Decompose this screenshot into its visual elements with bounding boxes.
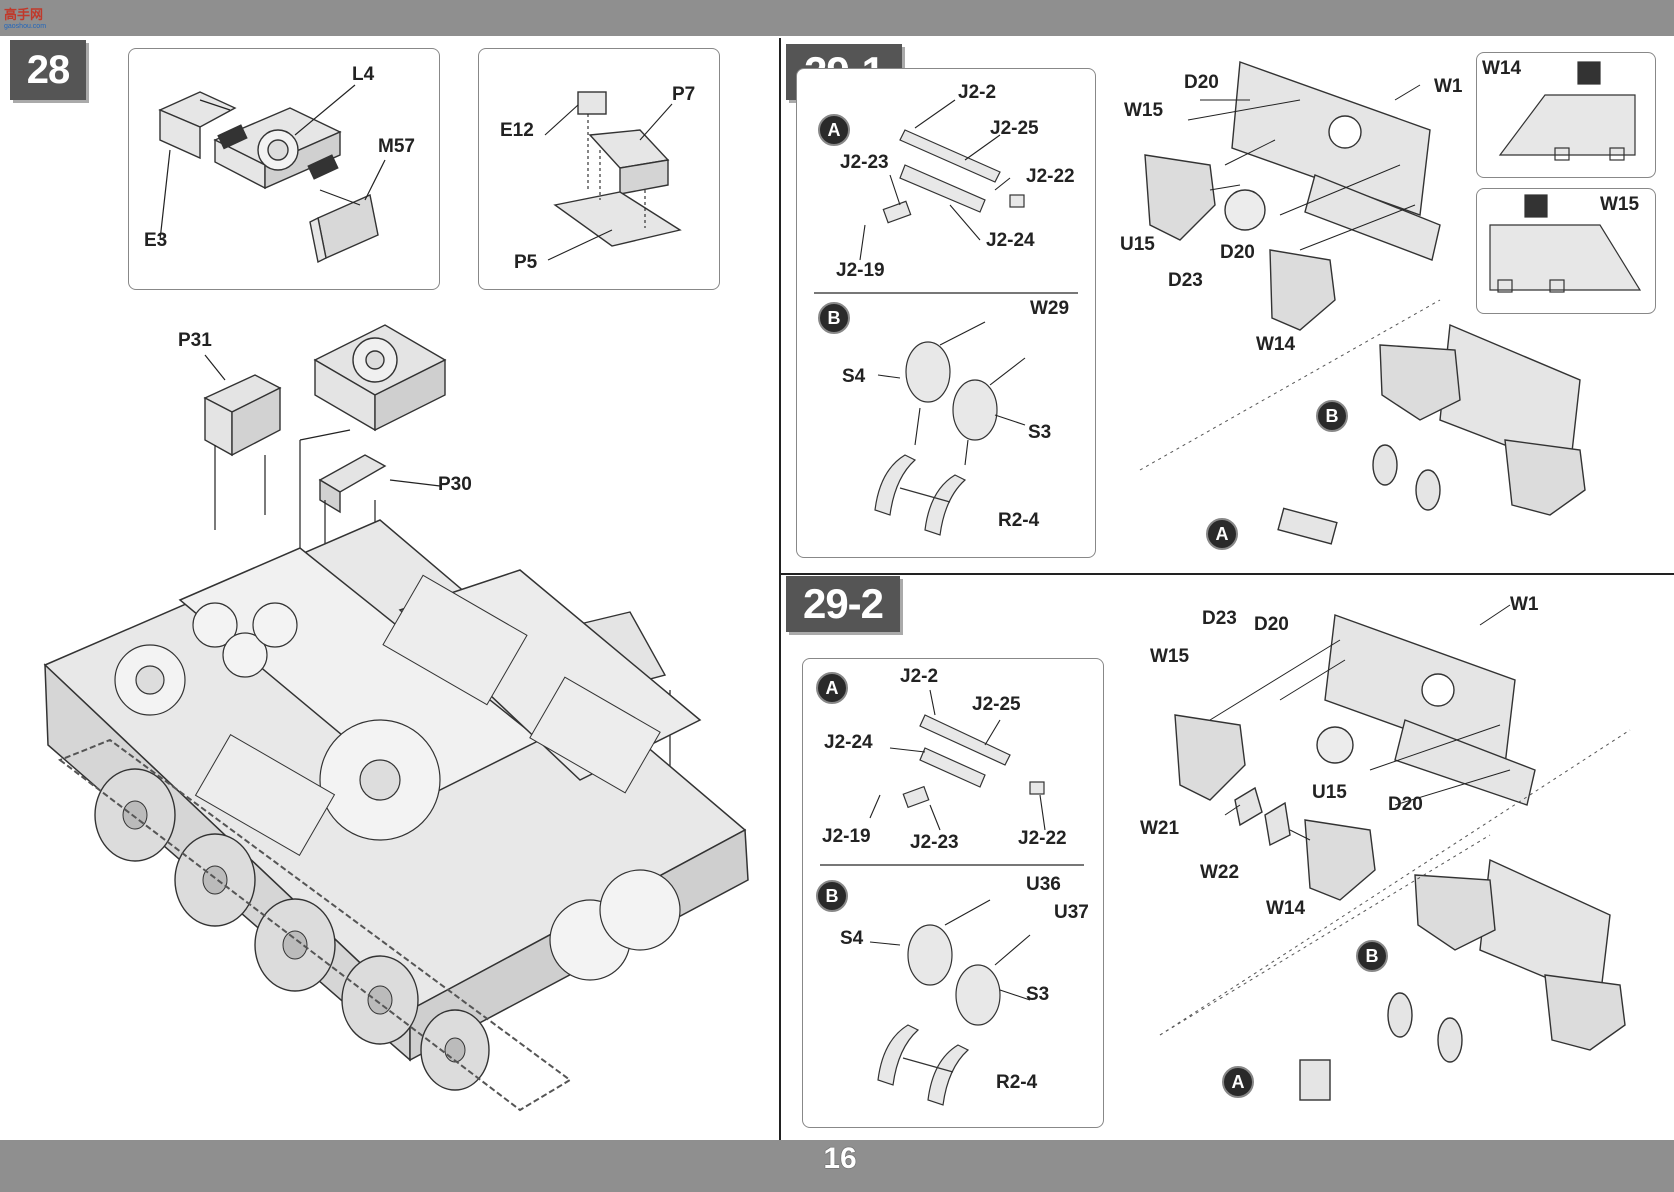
label-D20-top: D20	[1254, 614, 1289, 635]
label-J2-23: J2-23	[910, 832, 959, 853]
step-29-1-sub-a-marker: A	[818, 114, 850, 146]
step-29-2-assembly-a-marker: A	[1222, 1066, 1254, 1098]
label-W14-inset: W14	[1482, 58, 1522, 79]
label-P31: P31	[178, 330, 212, 351]
label-W14: W14	[1266, 898, 1306, 919]
label-U15: U15	[1312, 782, 1347, 803]
step-divider	[781, 573, 1674, 575]
label-W14: W14	[1256, 334, 1296, 355]
step-29-2-badge: 29-2	[786, 576, 900, 632]
label-S4: S4	[842, 366, 866, 387]
page-number: 16	[823, 1142, 857, 1175]
label-D20-bottom: D20	[1388, 794, 1423, 815]
label-E3: E3	[144, 230, 168, 251]
label-J2-19: J2-19	[836, 260, 885, 281]
label-R2-4: R2-4	[998, 510, 1040, 531]
label-W15-inset: W15	[1600, 194, 1640, 215]
label-J2-24: J2-24	[986, 230, 1035, 251]
label-L4: L4	[352, 64, 375, 85]
step-29-2-sub-b-marker: B	[816, 880, 848, 912]
label-W1: W1	[1510, 594, 1539, 615]
label-W1: W1	[1434, 76, 1463, 97]
label-J2-25: J2-25	[972, 694, 1021, 715]
label-R2-4: R2-4	[996, 1072, 1038, 1093]
label-J2-22: J2-22	[1018, 828, 1067, 849]
label-J2-2: J2-2	[900, 666, 939, 687]
label-J2-19: J2-19	[822, 826, 871, 847]
label-W15: W15	[1150, 646, 1190, 667]
label-P5: P5	[514, 252, 538, 273]
step-29-2-assembly-b-marker: B	[1356, 940, 1388, 972]
step-29-1-sub-divider	[814, 292, 1078, 294]
step-29-2-sub-a-marker: A	[816, 672, 848, 704]
step-29-2-sub-divider	[820, 864, 1084, 866]
column-divider	[779, 38, 781, 1140]
step-28-badge: 28	[10, 40, 86, 100]
label-W15: W15	[1124, 100, 1164, 121]
label-M57: M57	[378, 136, 415, 157]
label-S3: S3	[1026, 984, 1050, 1005]
label-J2-25: J2-25	[990, 118, 1039, 139]
header-bar	[0, 0, 1674, 36]
label-J2-2: J2-2	[958, 82, 997, 103]
label-D23: D23	[1168, 270, 1203, 291]
step-28-illustration	[43, 84, 749, 1112]
step-28-detail-panel-2	[478, 48, 720, 290]
label-D23: D23	[1202, 608, 1237, 629]
step-29-1-assembly-a-marker: A	[1206, 518, 1238, 550]
label-S4: S4	[840, 928, 864, 949]
step-29-illustrations	[859, 61, 1642, 1106]
footer-bar	[0, 1140, 1674, 1192]
step-29-1-assembly-b-marker: B	[1316, 400, 1348, 432]
label-E12: E12	[500, 120, 534, 141]
label-U37: U37	[1054, 902, 1089, 923]
label-S3: S3	[1028, 422, 1052, 443]
label-W22: W22	[1200, 862, 1240, 883]
label-U15: U15	[1120, 234, 1155, 255]
label-P30: P30	[438, 474, 472, 495]
label-U36: U36	[1026, 874, 1061, 895]
label-J2-23: J2-23	[840, 152, 889, 173]
label-J2-24: J2-24	[824, 732, 873, 753]
label-W21: W21	[1140, 818, 1180, 839]
label-J2-22: J2-22	[1026, 166, 1075, 187]
label-D20-top: D20	[1184, 72, 1219, 93]
label-P7: P7	[672, 84, 696, 105]
site-logo: 高手网 gaoshou.com	[4, 7, 47, 30]
label-W29: W29	[1030, 298, 1070, 319]
label-D20-bottom: D20	[1220, 242, 1255, 263]
step-29-1-sub-b-marker: B	[818, 302, 850, 334]
